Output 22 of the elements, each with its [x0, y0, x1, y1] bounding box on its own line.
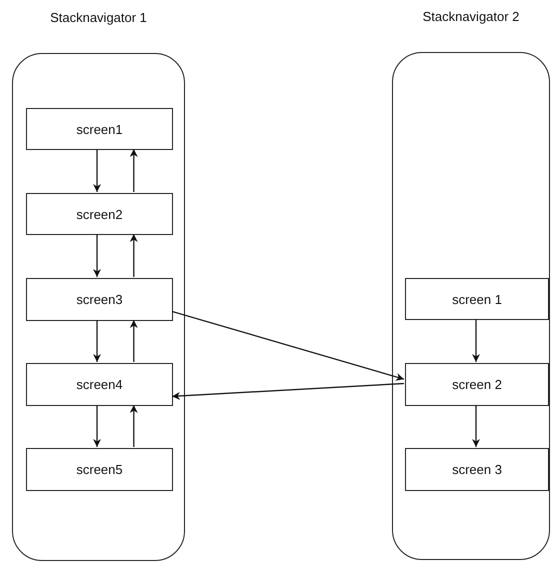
- screen-box: screen 2: [405, 363, 549, 406]
- arrow: [472, 405, 480, 447]
- stack-heading: Stacknavigator 1: [50, 10, 147, 26]
- arrow: [172, 310, 404, 381]
- screen-box: screen4: [26, 363, 173, 406]
- screen-box: screen2: [26, 193, 173, 235]
- arrow: [172, 382, 404, 400]
- stack-heading: Stacknavigator 2: [422, 9, 520, 25]
- screen-box: screen5: [26, 448, 173, 491]
- screen-box: screen3: [26, 278, 173, 321]
- screen-box: screen 3: [405, 448, 549, 491]
- screen-box: screen1: [26, 108, 173, 150]
- arrow: [472, 319, 480, 362]
- arrow: [130, 320, 138, 362]
- screen-box: screen 1: [405, 278, 549, 320]
- arrow: [130, 149, 138, 192]
- arrow: [93, 320, 102, 362]
- arrow: [130, 234, 138, 277]
- arrow: [93, 149, 102, 192]
- arrow: [93, 405, 102, 447]
- arrow: [130, 405, 138, 447]
- arrow: [93, 234, 102, 277]
